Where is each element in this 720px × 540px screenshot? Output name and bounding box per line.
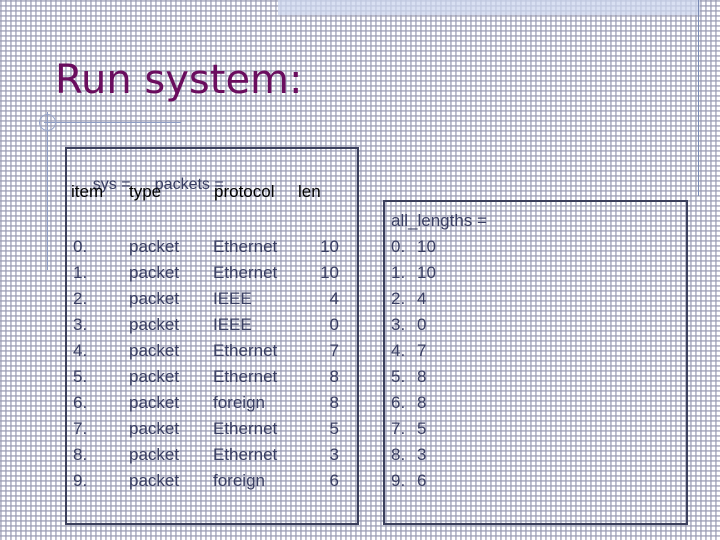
bullet-circle-icon — [39, 114, 56, 131]
table-row: 2. packet IEEE 4 — [71, 286, 357, 312]
cell-protocol: Ethernet — [213, 237, 278, 256]
table-row: 6. packet foreign 8 — [71, 390, 357, 416]
cell-type: packet — [129, 341, 180, 360]
list-item-value: 10 — [417, 237, 436, 256]
cell-type: packet — [129, 471, 180, 490]
packets-assignment-line: sys = packets = — [75, 159, 224, 210]
cell-len: 8 — [329, 367, 339, 386]
list-item: 0.10 — [391, 234, 449, 260]
list-item-value: 8 — [417, 393, 427, 412]
cell-len: 10 — [320, 237, 339, 256]
cell-len: 0 — [329, 315, 339, 334]
cell-protocol: IEEE — [213, 289, 252, 308]
title-horizontal-rule — [44, 122, 181, 123]
cell-item: 9. — [73, 471, 88, 490]
cell-type: packet — [129, 445, 180, 464]
list-item-value: 7 — [417, 341, 427, 360]
list-item: 2.4 — [391, 286, 449, 312]
list-item: 7.5 — [391, 416, 449, 442]
cell-type: packet — [129, 237, 180, 256]
list-item: 5.8 — [391, 364, 449, 390]
list-item-index: 4. — [391, 341, 406, 360]
packets-column-headers: item type protocol len — [71, 182, 321, 202]
table-row: 5. packet Ethernet 8 — [71, 364, 357, 390]
cell-protocol: foreign — [213, 393, 265, 412]
packets-assignment-label: packets = — [154, 176, 224, 193]
table-row: 3. packet IEEE 0 — [71, 312, 357, 338]
cell-protocol: Ethernet — [213, 367, 278, 386]
cell-type: packet — [129, 289, 180, 308]
list-item-index: 1. — [391, 263, 406, 282]
cell-item: 4. — [73, 341, 88, 360]
column-header-item: item — [71, 182, 104, 201]
cell-type: packet — [129, 419, 180, 438]
list-item: 4.7 — [391, 338, 449, 364]
table-row: 0. packet Ethernet 10 — [71, 234, 357, 260]
cell-type: packet — [129, 315, 180, 334]
cell-item: 3. — [73, 315, 88, 334]
list-item-value: 6 — [417, 471, 427, 490]
cell-item: 7. — [73, 419, 88, 438]
cell-type: packet — [129, 367, 180, 386]
cell-len: 8 — [329, 393, 339, 412]
list-item-value: 0 — [417, 315, 427, 334]
list-item: 8.3 — [391, 442, 449, 468]
list-item-value: 8 — [417, 367, 427, 386]
cell-item: 2. — [73, 289, 88, 308]
list-item-value: 10 — [417, 263, 436, 282]
cell-len: 4 — [329, 289, 339, 308]
cell-item: 6. — [73, 393, 88, 412]
list-item-value: 5 — [417, 419, 427, 438]
column-header-type: type — [129, 182, 162, 201]
column-header-protocol: protocol — [214, 182, 275, 201]
list-item-index: 9. — [391, 471, 406, 490]
cell-len: 5 — [329, 419, 339, 438]
cell-item: 0. — [73, 237, 88, 256]
list-item: 1.10 — [391, 260, 449, 286]
right-vertical-rule — [698, 0, 699, 196]
cell-len: 10 — [320, 263, 339, 282]
list-item-value: 3 — [417, 445, 427, 464]
cell-protocol: Ethernet — [213, 419, 278, 438]
list-item-index: 8. — [391, 445, 406, 464]
cell-item: 5. — [73, 367, 88, 386]
packets-panel: sys = packets = item type protocol len 0. pac… — [65, 147, 359, 525]
cell-protocol: Ethernet — [213, 341, 278, 360]
list-item-index: 6. — [391, 393, 406, 412]
column-header-len: len — [298, 182, 321, 201]
cell-len: 7 — [329, 341, 339, 360]
cell-protocol: IEEE — [213, 315, 252, 334]
title-vertical-rule — [47, 112, 48, 270]
list-item-index: 2. — [391, 289, 406, 308]
table-row: 8. packet Ethernet 3 — [71, 442, 357, 468]
page-title: Run system: — [55, 57, 303, 103]
list-item-index: 3. — [391, 315, 406, 334]
cell-item: 1. — [73, 263, 88, 282]
list-item-value: 4 — [417, 289, 427, 308]
cell-item: 8. — [73, 445, 88, 464]
table-row: 9. packet foreign 6 — [71, 468, 357, 494]
top-banner-strip — [278, 0, 700, 15]
table-row: 1. packet Ethernet 10 — [71, 260, 357, 286]
all-lengths-title: all_lengths = — [391, 211, 487, 230]
table-row: 4. packet Ethernet 7 — [71, 338, 357, 364]
cell-type: packet — [129, 393, 180, 412]
table-row: 7. packet Ethernet 5 — [71, 416, 357, 442]
list-item-index: 7. — [391, 419, 406, 438]
cell-protocol: foreign — [213, 471, 265, 490]
list-item: 9.6 — [391, 468, 449, 494]
list-item-index: 5. — [391, 367, 406, 386]
cell-protocol: Ethernet — [213, 263, 278, 282]
cell-protocol: Ethernet — [213, 445, 278, 464]
list-item: 6.8 — [391, 390, 449, 416]
sys-assignment-label: sys = — [92, 176, 131, 193]
cell-len: 6 — [329, 471, 339, 490]
list-item-index: 0. — [391, 237, 406, 256]
cell-len: 3 — [329, 445, 339, 464]
cell-type: packet — [129, 263, 180, 282]
list-item: 3.0 — [391, 312, 449, 338]
